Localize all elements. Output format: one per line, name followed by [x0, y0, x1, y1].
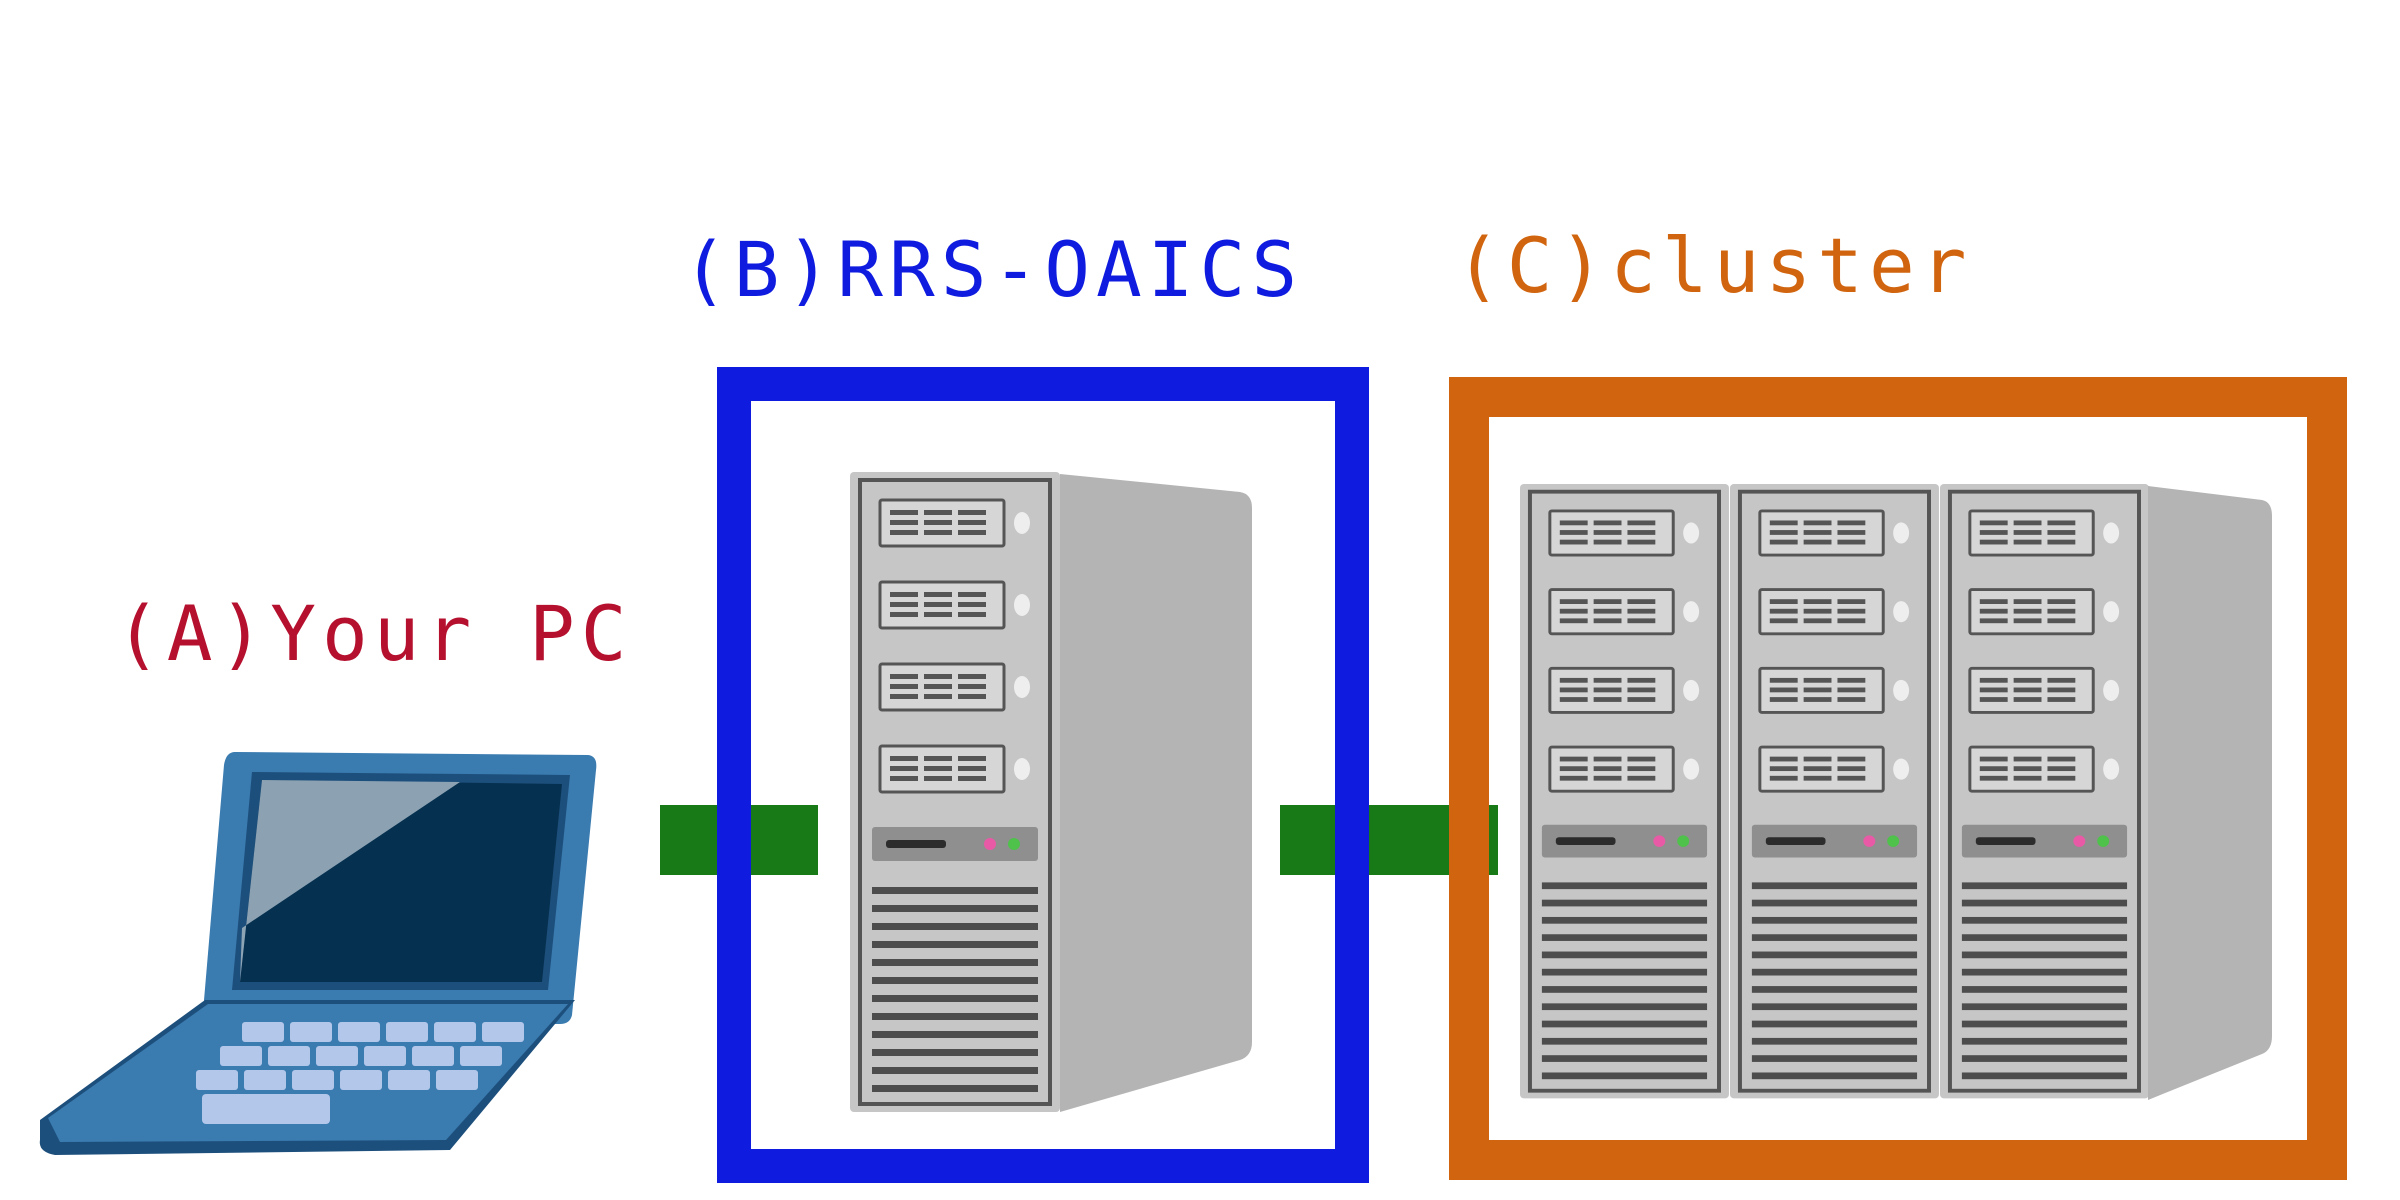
rrs-oaics-frame: [717, 367, 1369, 1183]
laptop-icon: [39, 752, 597, 1155]
label-your-pc: (A)Your PC: [115, 589, 633, 678]
label-cluster: (C)cluster: [1455, 221, 1973, 310]
server-rack-cluster-icon: [1518, 482, 2272, 1101]
cluster-frame: [1449, 377, 2347, 1180]
server-tower-icon: [848, 470, 1252, 1114]
label-rrs-oaics: (B)RRS-OAICS: [682, 225, 1303, 314]
